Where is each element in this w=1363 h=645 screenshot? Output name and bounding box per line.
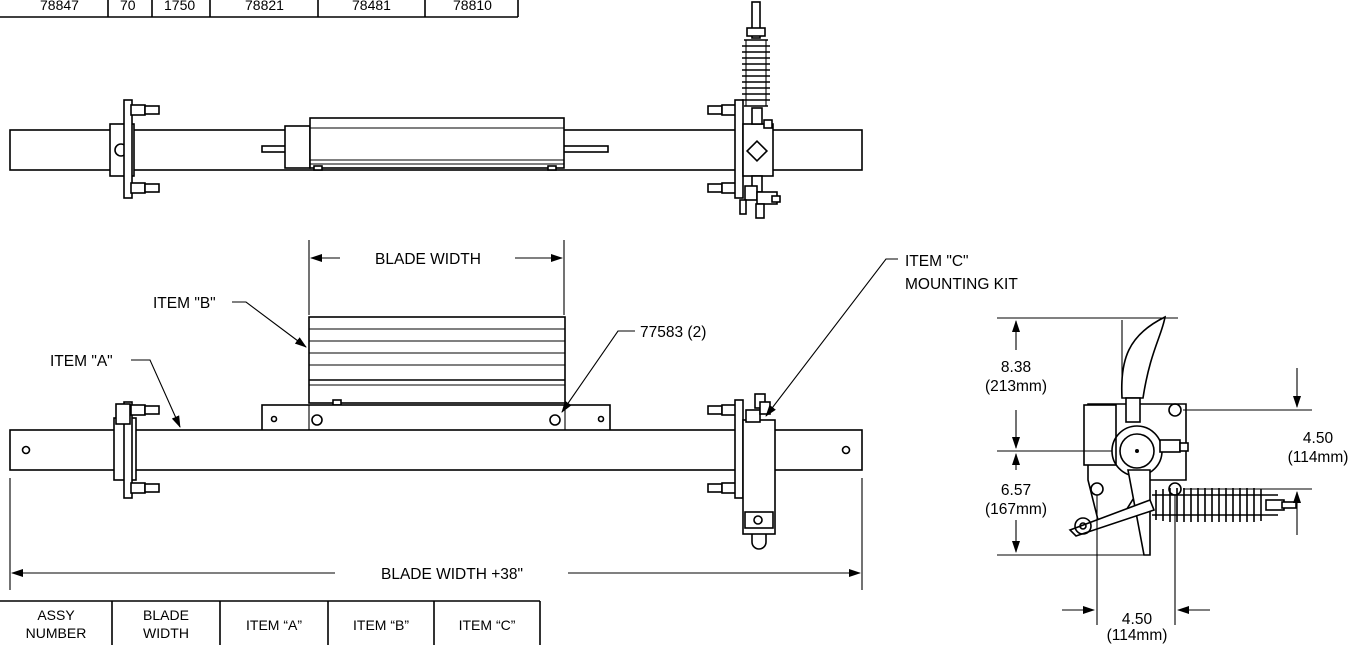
dim-right-inches: 4.50	[1303, 430, 1334, 447]
table-header-item-c: ITEM “C”	[459, 617, 516, 633]
blade-width-label: BLADE WIDTH	[375, 251, 481, 268]
top-table-cell: 70	[120, 0, 136, 13]
dim-lower-inches: 6.57	[1001, 482, 1031, 499]
side-view: 8.38 (213mm) 6.57 (167mm) 4.50 (114mm) 4…	[985, 315, 1349, 644]
dim-lower-mm: (167mm)	[985, 501, 1047, 518]
top-view	[9, 1, 863, 219]
top-view-blade-end	[284, 125, 311, 169]
front-view-mainframe-bar	[9, 429, 863, 471]
part-77583-label: 77583 (2)	[640, 324, 706, 341]
table-header-blade: BLADE	[143, 607, 189, 623]
mounting-kit-label: MOUNTING KIT	[905, 276, 1018, 293]
top-table-cell: 78481	[352, 0, 391, 13]
front-view-mounting-plate	[261, 404, 611, 433]
side-view-clamp	[1083, 404, 1117, 466]
bottom-part-table: ASSY NUMBER BLADE WIDTH ITEM “A” ITEM “B…	[0, 600, 541, 645]
front-view-blade	[308, 316, 566, 404]
item-a-label: ITEM "A"	[50, 353, 113, 370]
table-header-item-a: ITEM “A”	[246, 617, 302, 633]
top-table-cell: 78847	[40, 0, 79, 13]
dim-right-mm: (114mm)	[1288, 449, 1349, 466]
table-header-number: NUMBER	[26, 625, 87, 641]
item-b-label: ITEM "B"	[153, 295, 216, 312]
top-part-table: 78847 70 1750 78821 78481 78810	[0, 0, 519, 18]
callouts: ITEM "B" ITEM "A" 77583 (2) ITEM "C" MOU…	[9, 253, 1018, 590]
front-view: BLADE WIDTH	[9, 240, 863, 550]
table-header-width: WIDTH	[143, 625, 189, 641]
top-table-cell: 1750	[164, 0, 195, 13]
item-c-label: ITEM "C"	[905, 253, 969, 270]
table-header-assy: ASSY	[37, 607, 75, 623]
table-header-item-b: ITEM “B”	[353, 617, 409, 633]
side-view-blade	[1120, 315, 1167, 399]
overall-width-label: BLADE WIDTH +38"	[381, 566, 523, 583]
dim-bottom-mm: (114mm)	[1107, 627, 1168, 644]
top-table-cell: 78821	[245, 0, 284, 13]
dim-upper-mm: (213mm)	[985, 378, 1047, 395]
top-table-cell: 78810	[453, 0, 492, 13]
dim-bottom-inches: 4.50	[1122, 611, 1153, 628]
dim-upper-inches: 8.38	[1001, 359, 1031, 376]
